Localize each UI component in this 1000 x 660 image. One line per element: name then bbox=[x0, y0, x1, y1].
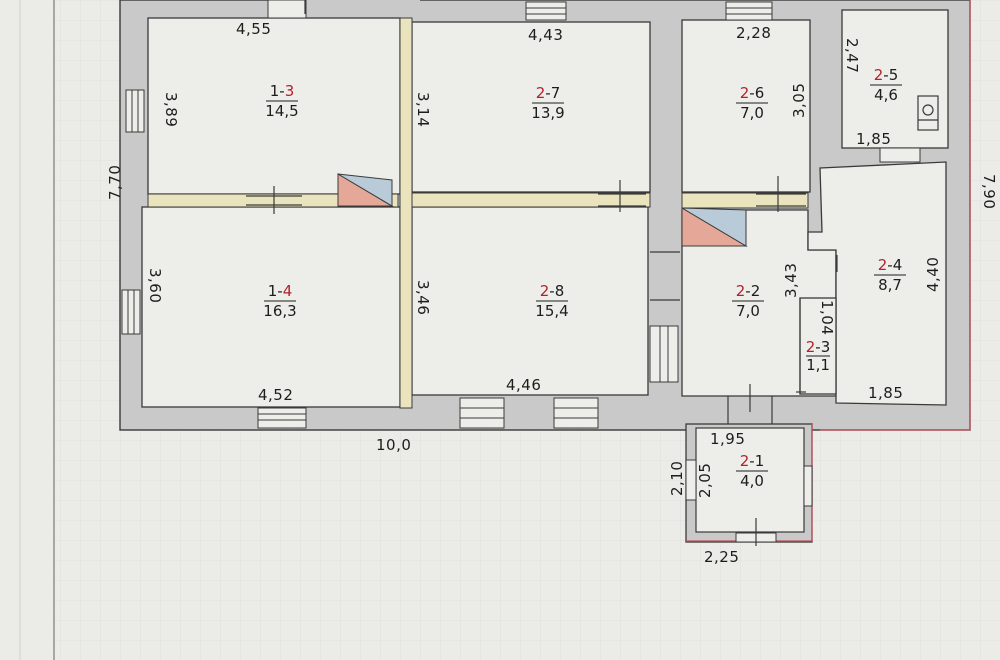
room-2-5-floor bbox=[841, 9, 949, 149]
svg-text:7,0: 7,0 bbox=[740, 104, 764, 122]
svg-text:2-1: 2-1 bbox=[740, 452, 765, 470]
svg-text:2-6: 2-6 bbox=[740, 84, 765, 102]
dim-r25-height: 2,47 bbox=[843, 38, 861, 73]
room-2-4-floor bbox=[807, 161, 947, 406]
svg-text:2-8: 2-8 bbox=[540, 282, 565, 300]
dim-r14-height: 3,60 bbox=[146, 268, 164, 303]
svg-text:15,4: 15,4 bbox=[535, 302, 568, 320]
dim-r26-height: 3,05 bbox=[790, 83, 808, 118]
dim-r27-width: 4,43 bbox=[528, 26, 563, 44]
dim-r28-height: 3,46 bbox=[414, 280, 432, 315]
room-label-r13: 1-3 14,5 bbox=[265, 82, 298, 120]
stove-icon bbox=[917, 95, 939, 131]
room-label-r24: 2-4 8,7 bbox=[874, 256, 906, 294]
dim-r22-height: 3,43 bbox=[782, 263, 800, 298]
dim-r28-width: 4,46 bbox=[506, 376, 541, 394]
dim-overall-width: 10,0 bbox=[376, 436, 411, 454]
room-2-3-bracket bbox=[796, 298, 806, 394]
svg-text:7,0: 7,0 bbox=[736, 302, 760, 320]
svg-text:14,5: 14,5 bbox=[265, 102, 298, 120]
dim-r26-width: 2,28 bbox=[736, 24, 771, 42]
dim-r24-width: 1,85 bbox=[868, 384, 903, 402]
dim-r21-bottom: 2,25 bbox=[704, 548, 739, 566]
svg-text:1-3: 1-3 bbox=[270, 82, 295, 100]
room-label-r23: 2-3 1,1 bbox=[806, 338, 831, 374]
svg-text:2-2: 2-2 bbox=[736, 282, 761, 300]
dim-overall-depth-left: 7,70 bbox=[106, 165, 124, 200]
room-label-r21: 2-1 4,0 bbox=[736, 452, 768, 490]
svg-text:1-4: 1-4 bbox=[268, 282, 293, 300]
room-1-4-floor bbox=[141, 206, 401, 408]
room-label-r14: 1-4 16,3 bbox=[263, 282, 296, 320]
doors bbox=[246, 0, 838, 424]
dim-overall-depth-right: 7,90 bbox=[980, 174, 998, 209]
svg-text:2-7: 2-7 bbox=[536, 84, 561, 102]
svg-text:16,3: 16,3 bbox=[263, 302, 296, 320]
dim-r13-width: 4,55 bbox=[236, 20, 271, 38]
dim-r25-width: 1,85 bbox=[856, 130, 891, 148]
svg-text:1,1: 1,1 bbox=[806, 356, 830, 374]
svg-text:2-3: 2-3 bbox=[806, 338, 831, 356]
room-2-8-floor bbox=[411, 206, 649, 396]
room-label-r27: 2-7 13,9 bbox=[531, 84, 564, 122]
room-2-7-floor bbox=[411, 21, 651, 193]
room-2-6-floor bbox=[681, 19, 811, 193]
svg-text:4,0: 4,0 bbox=[740, 472, 764, 490]
room-2-3-floor bbox=[799, 297, 837, 395]
svg-text:4,6: 4,6 bbox=[874, 86, 898, 104]
dim-r14-width: 4,52 bbox=[258, 386, 293, 404]
dim-r13-height: 3,89 bbox=[162, 92, 180, 127]
stair-symbols bbox=[337, 173, 748, 247]
dimensions: 4,55 3,89 4,43 3,14 2,28 3,05 2,47 1,85 … bbox=[106, 20, 998, 566]
room-shapes bbox=[141, 9, 949, 408]
partitions bbox=[147, 17, 809, 409]
svg-text:2-5: 2-5 bbox=[874, 66, 899, 84]
svg-text:2-4: 2-4 bbox=[878, 256, 903, 274]
room-label-r28: 2-8 15,4 bbox=[535, 282, 568, 320]
room-labels: 1-3 14,5 1-4 16,3 2-7 13,9 2-8 15,4 2-6 … bbox=[263, 66, 906, 490]
dim-r24-height: 4,40 bbox=[924, 257, 942, 292]
porch bbox=[685, 423, 813, 546]
windows bbox=[121, 0, 921, 429]
room-label-r25: 2-5 4,6 bbox=[870, 66, 902, 104]
dim-r27-height: 3,14 bbox=[414, 92, 432, 127]
svg-text:13,9: 13,9 bbox=[531, 104, 564, 122]
dim-r21-outer-height: 2,10 bbox=[668, 461, 686, 496]
room-1-3-floor bbox=[147, 17, 401, 195]
room-label-r26: 2-6 7,0 bbox=[736, 84, 768, 122]
dim-r23-height: 1,04 bbox=[818, 300, 836, 335]
dim-r21-inner-height: 2,05 bbox=[696, 463, 714, 498]
room-label-r22: 2-2 7,0 bbox=[732, 282, 764, 320]
svg-text:8,7: 8,7 bbox=[878, 276, 902, 294]
dim-r21-top: 1,95 bbox=[710, 430, 745, 448]
